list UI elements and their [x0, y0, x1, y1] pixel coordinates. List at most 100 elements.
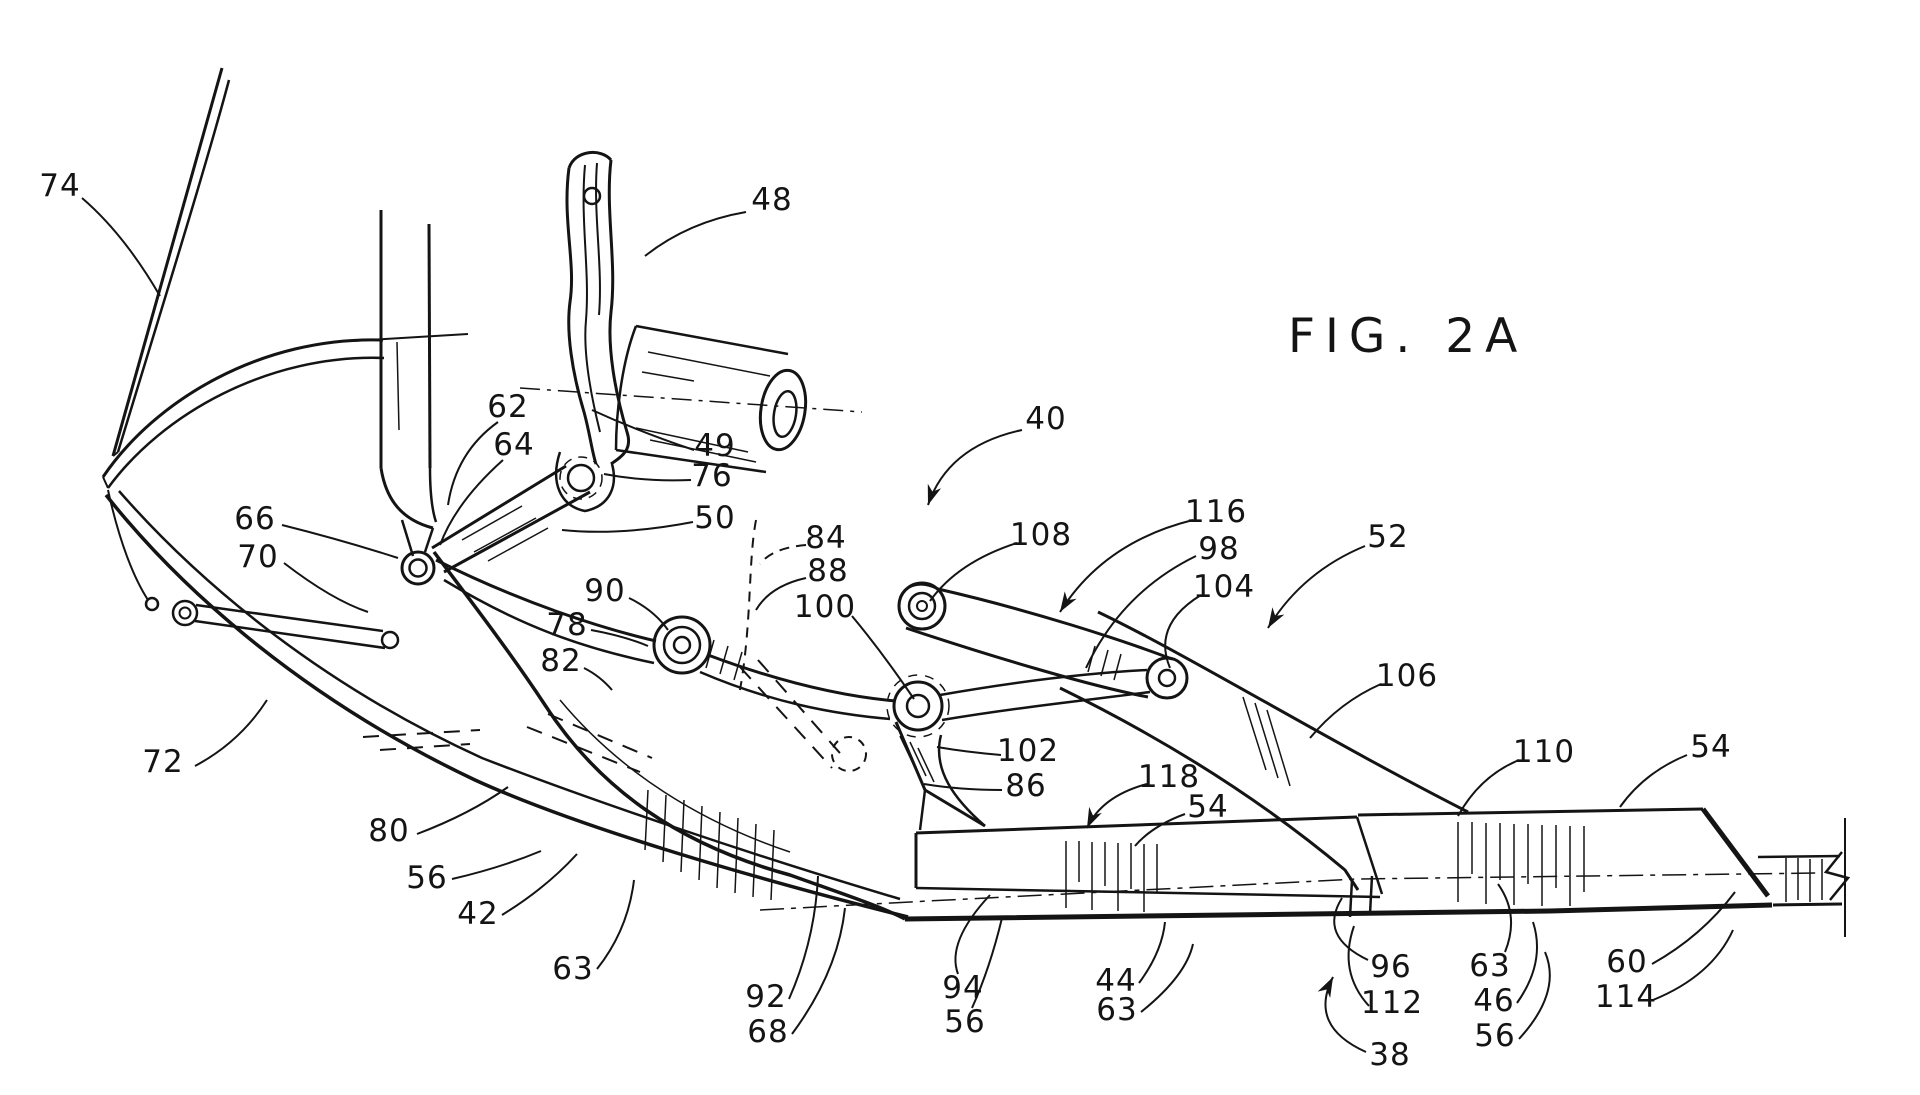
ref-label-56: 56 [1474, 1018, 1515, 1054]
leader-line-56 [1518, 951, 1551, 1040]
leader-line-104 [1164, 594, 1202, 669]
leader-line-90 [628, 597, 669, 631]
leader-line-112 [1347, 925, 1370, 1007]
arrowhead-118 [1087, 806, 1102, 828]
link-50 [400, 456, 603, 586]
left-link-70 [144, 596, 400, 650]
post [351, 210, 469, 557]
ref-label-94: 94 [942, 970, 983, 1006]
leader-line-40 [927, 429, 1023, 506]
leader-line-38 [1324, 976, 1367, 1053]
leader-line-63 [1140, 943, 1194, 1013]
leader-line-102 [936, 746, 1002, 756]
leader-line-98 [1085, 555, 1197, 669]
leader-line-62 [447, 421, 499, 506]
upper-link-48 [555, 151, 630, 513]
ref-label-98: 98 [1198, 531, 1239, 567]
curved-beam [104, 490, 909, 921]
cylinder [519, 324, 863, 474]
ref-label-38: 38 [1369, 1037, 1410, 1073]
leader-line-70 [283, 562, 369, 613]
rails [759, 807, 1851, 937]
arrowhead-40 [927, 483, 942, 505]
leader-line-78 [590, 629, 649, 647]
leader-line-64 [439, 459, 504, 546]
ref-label-44: 44 [1095, 963, 1136, 999]
leader-line-76 [603, 473, 692, 482]
leader-line-49 [591, 409, 695, 451]
leader-line-114 [1652, 929, 1734, 1001]
ref-label-60: 60 [1606, 944, 1647, 980]
frame-tube [101, 338, 385, 601]
mechanism-drawing [101, 67, 1851, 937]
leader-line-108 [929, 542, 1018, 602]
ref-label-52: 52 [1367, 519, 1408, 555]
leader-line-88 [755, 577, 807, 611]
leader-line-68 [791, 907, 846, 1035]
arrowhead-52 [1268, 607, 1285, 628]
leader-line-66 [281, 524, 399, 559]
leader-line-94 [954, 894, 991, 975]
ref-label-68: 68 [747, 1014, 788, 1050]
leader-line-110 [1457, 759, 1520, 817]
ref-label-78: 78 [546, 607, 587, 643]
ref-label-116: 116 [1185, 494, 1247, 530]
link-108 [897, 581, 1189, 722]
ref-label-100: 100 [794, 589, 856, 625]
ref-label-63: 63 [552, 951, 593, 987]
leader-line-46 [1516, 921, 1539, 1004]
leader-line-56 [971, 917, 1003, 1009]
ref-label-56: 56 [944, 1004, 985, 1040]
ref-label-110: 110 [1513, 734, 1575, 770]
ref-label-84: 84 [805, 520, 846, 556]
leader-line-100 [851, 615, 915, 700]
leader-line-48 [644, 211, 747, 257]
ref-label-40: 40 [1025, 401, 1066, 437]
ref-label-106: 106 [1376, 658, 1438, 694]
ref-label-66: 66 [234, 501, 275, 537]
triangle-bracket [886, 674, 986, 831]
leader-line-86 [923, 783, 1003, 791]
leader-line-92 [788, 875, 819, 1000]
ref-label-46: 46 [1473, 983, 1514, 1019]
ref-label-54: 54 [1187, 789, 1228, 825]
ref-label-90: 90 [584, 573, 625, 609]
ref-label-56: 56 [406, 860, 447, 896]
ref-label-54: 54 [1690, 729, 1731, 765]
ref-label-92: 92 [745, 979, 786, 1015]
hidden-lines [362, 519, 867, 773]
leader-line-63 [596, 879, 635, 970]
ref-label-88: 88 [807, 553, 848, 589]
ref-label-102: 102 [997, 733, 1059, 769]
ref-label-49: 49 [694, 428, 735, 464]
leader-line-44 [1138, 921, 1166, 984]
leader-line-80 [416, 786, 509, 835]
leader-line-63 [1497, 883, 1513, 953]
ref-label-114: 114 [1595, 979, 1657, 1015]
ref-label-118: 118 [1138, 759, 1200, 795]
ref-label-96: 96 [1370, 949, 1411, 985]
leader-line-72 [194, 699, 268, 767]
blade-74 [111, 67, 231, 457]
ref-label-82: 82 [540, 643, 581, 679]
leader-line-60 [1651, 891, 1736, 965]
leader-line-74 [81, 197, 161, 297]
ref-label-76: 76 [691, 458, 732, 494]
figure-title: FIG. 2A [1288, 309, 1527, 364]
leader-line-56 [451, 850, 542, 880]
arrowhead-116 [1060, 591, 1077, 612]
ref-label-63: 63 [1096, 992, 1137, 1028]
ref-label-108: 108 [1010, 517, 1072, 553]
ref-label-86: 86 [1005, 768, 1046, 804]
ref-label-80: 80 [368, 813, 409, 849]
ref-label-104: 104 [1193, 569, 1255, 605]
ref-label-64: 64 [493, 427, 534, 463]
leader-line-54 [1134, 813, 1186, 847]
ref-label-70: 70 [237, 539, 278, 575]
ref-label-63: 63 [1469, 948, 1510, 984]
leader-line-84 [759, 544, 807, 565]
leader-line-106 [1309, 683, 1382, 739]
